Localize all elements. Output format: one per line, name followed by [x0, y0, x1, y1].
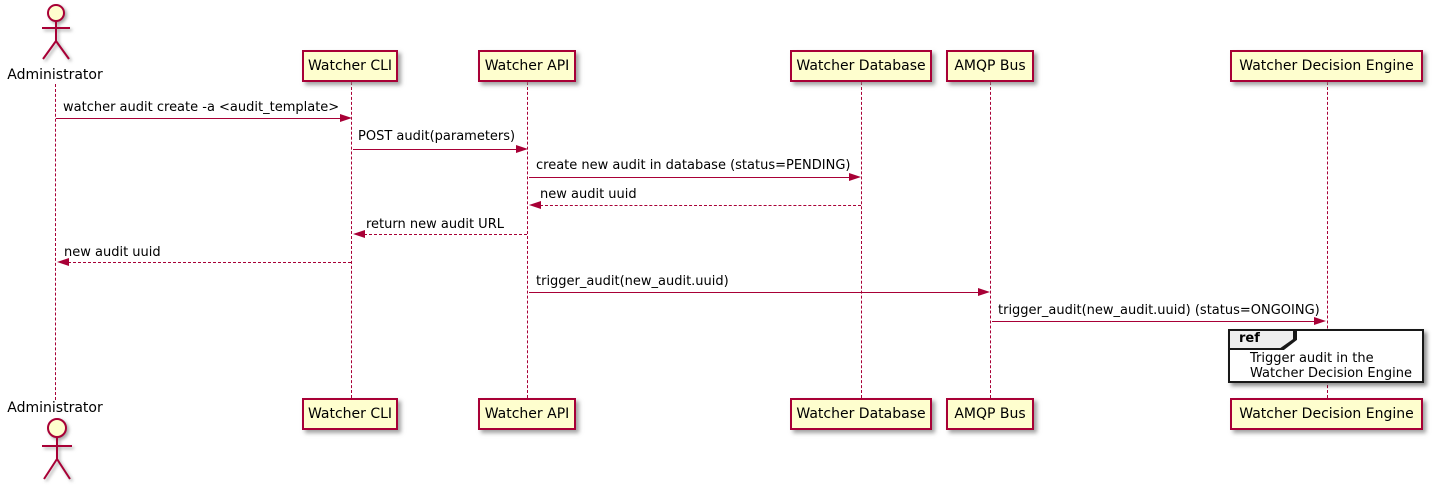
participant-top-watcher-decision-engine: Watcher Decision Engine: [1230, 50, 1423, 82]
lifeline-watcher-cli: [351, 82, 352, 398]
lifeline-administrator: [55, 84, 56, 400]
message-label: trigger_audit(new_audit.uuid) (status=ON…: [998, 303, 1320, 318]
message-line: [529, 292, 980, 293]
message-line: [68, 262, 351, 263]
arrowhead-left-icon: [57, 257, 69, 266]
administrator-actor-icon-bottom: [42, 418, 72, 480]
lifeline-watcher-api: [527, 82, 528, 398]
message-line: [992, 321, 1316, 322]
message-line: [56, 118, 342, 119]
participant-bottom-watcher-api: Watcher API: [478, 398, 576, 430]
message-label: create new audit in database (status=PEN…: [536, 158, 851, 173]
arrowhead-right-icon: [978, 287, 990, 296]
participant-bottom-watcher-decision-engine: Watcher Decision Engine: [1230, 398, 1423, 430]
ref-text-line1: Trigger audit in the: [1250, 351, 1374, 366]
message-line: [540, 205, 861, 206]
message-label: return new audit URL: [366, 217, 504, 232]
message-label: new audit uuid: [540, 187, 637, 202]
arrowhead-left-icon: [353, 229, 365, 238]
message-line: [529, 177, 851, 178]
arrowhead-right-icon: [516, 144, 528, 153]
ref-fragment: ref Trigger audit in the Watcher Decisio…: [1228, 329, 1424, 383]
participant-top-watcher-database: Watcher Database: [790, 50, 932, 82]
participant-bottom-watcher-cli: Watcher CLI: [302, 398, 398, 430]
message-label: new audit uuid: [64, 245, 161, 260]
arrowhead-left-icon: [529, 200, 541, 209]
participant-top-watcher-api: Watcher API: [478, 50, 576, 82]
message-label: trigger_audit(new_audit.uuid): [536, 274, 729, 289]
lifeline-watcher-database: [861, 82, 862, 398]
lifeline-amqp-bus: [990, 82, 991, 398]
ref-text-line2: Watcher Decision Engine: [1250, 365, 1412, 381]
arrowhead-right-icon: [1314, 316, 1326, 325]
message-line: [353, 149, 518, 150]
ref-keyword: ref: [1230, 331, 1293, 348]
participant-top-amqp-bus: AMQP Bus: [946, 50, 1034, 82]
actor-label-bottom: Administrator: [7, 400, 103, 416]
lifeline-watcher-decision-engine: [1327, 82, 1328, 398]
ref-text: Trigger audit in the Watcher Decision En…: [1250, 351, 1422, 381]
participant-bottom-watcher-database: Watcher Database: [790, 398, 932, 430]
message-line: [364, 234, 527, 235]
participant-top-watcher-cli: Watcher CLI: [302, 50, 398, 82]
arrowhead-right-icon: [340, 113, 352, 122]
participant-bottom-amqp-bus: AMQP Bus: [946, 398, 1034, 430]
administrator-actor-icon: [42, 4, 70, 60]
actor-label-top: Administrator: [7, 67, 103, 83]
message-label: POST audit(parameters): [358, 129, 516, 144]
arrowhead-right-icon: [849, 172, 861, 181]
message-label: watcher audit create -a <audit_template>: [63, 100, 340, 115]
